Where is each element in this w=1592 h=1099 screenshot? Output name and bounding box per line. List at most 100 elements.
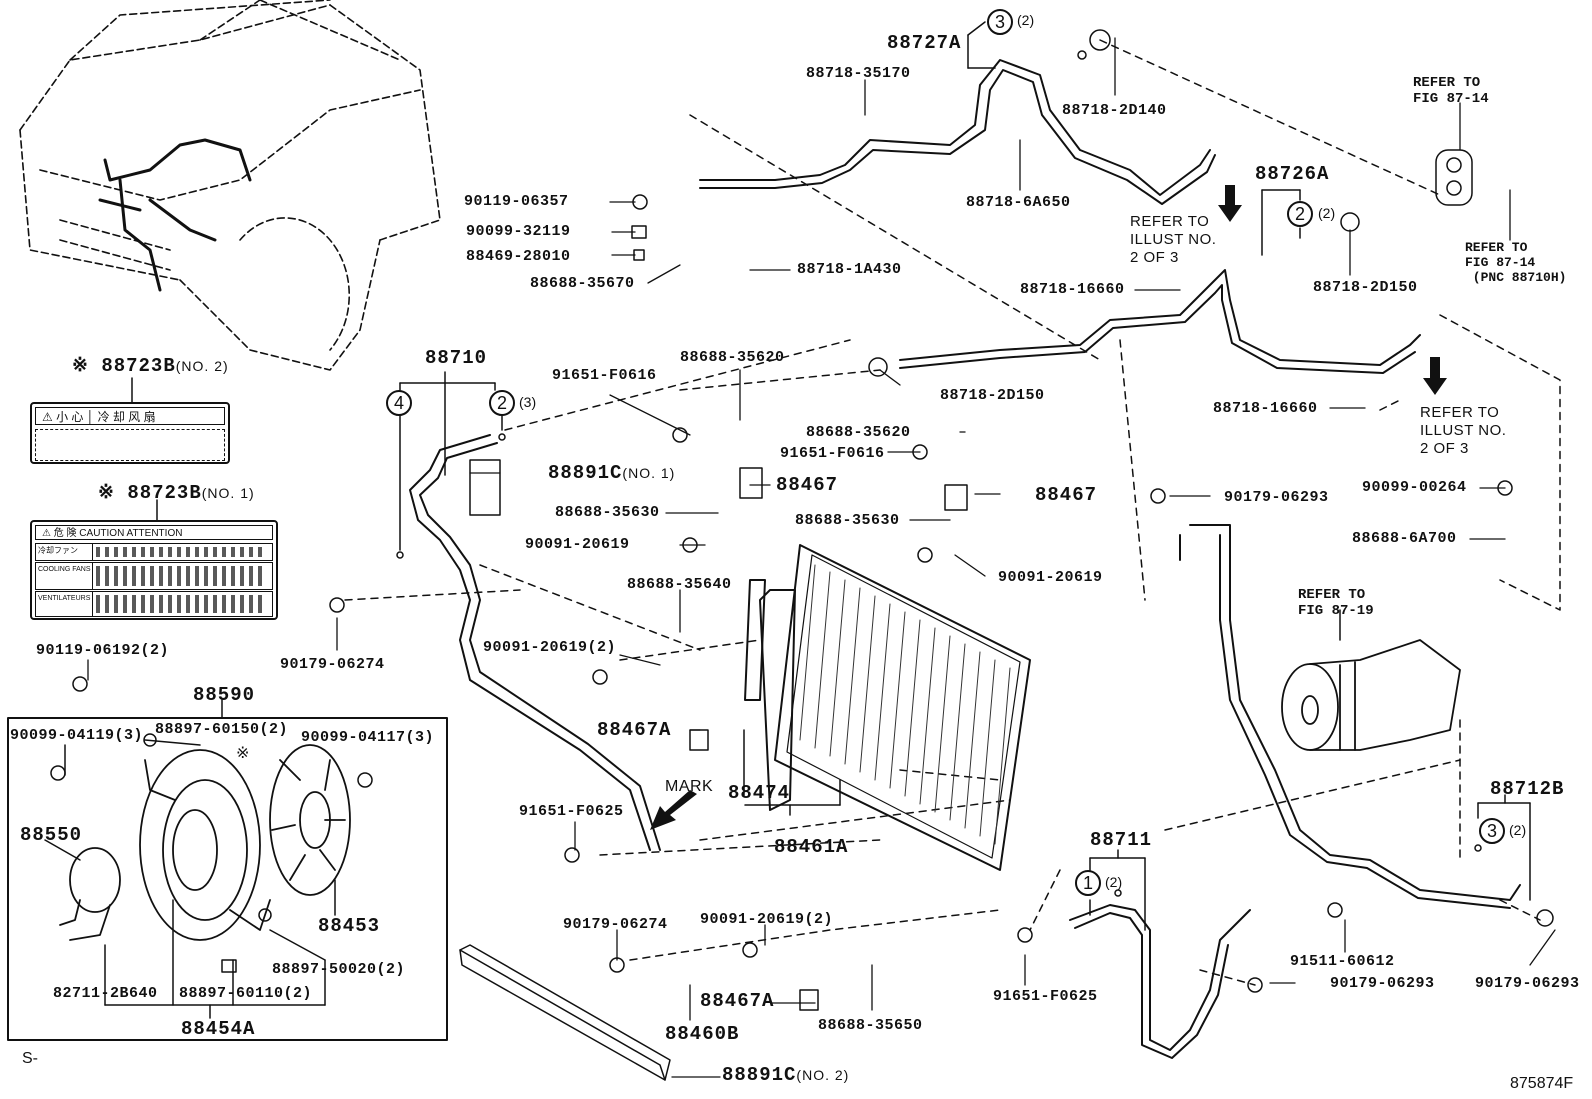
part-label[interactable]: 88712B [1490, 778, 1565, 800]
figure-code: 875874F [1510, 1075, 1574, 1092]
warning-label-header: ⚠ 小 心 │ 冷 却 风 扇 [35, 407, 225, 425]
part-label[interactable]: 90099-04119(3) [10, 727, 144, 744]
discharge-hose-88727A [699, 59, 1216, 205]
warning-label-header: ⚠ 危 険 CAUTION ATTENTION [35, 525, 273, 540]
label-leader-lines [87, 37, 1556, 1078]
part-label[interactable]: 90119-06192(2) [36, 642, 170, 659]
group-leader-lines [399, 371, 503, 551]
star-mark: ※ [98, 482, 115, 504]
part-label[interactable]: 90099-04117(3) [301, 729, 435, 746]
part-number: 88891C [548, 462, 623, 484]
part-label[interactable]: 90179-06274 [563, 916, 668, 933]
part-label[interactable]: 88467 [1035, 484, 1098, 506]
part-label[interactable]: 88688-6A700 [1352, 530, 1457, 547]
part-label[interactable]: 88454A [181, 1018, 256, 1040]
circled-ref-3[interactable]: 3 [1479, 818, 1505, 844]
part-label[interactable]: 88469-28010 [466, 248, 571, 265]
circled-ref-4[interactable]: 4 [386, 390, 412, 416]
refer-note[interactable]: REFER TO FIG 87-14 [1413, 75, 1489, 107]
fan-motor-drawing [59, 847, 121, 941]
part-label[interactable]: 90179-06274 [280, 656, 385, 673]
part-label[interactable]: 88718-2D150 [1313, 279, 1418, 296]
refer-note[interactable]: REFER TO ILLUST NO. 2 OF 3 [1130, 213, 1217, 266]
part-label[interactable]: 90091-20619(2) [483, 639, 617, 656]
part-number: 88723B [127, 482, 202, 504]
circled-ref-1[interactable]: 1 [1075, 870, 1101, 896]
part-label[interactable]: 88688-35620 [806, 424, 911, 441]
part-label[interactable]: 88710 [425, 347, 488, 369]
part-label[interactable]: 91651-F0625 [993, 988, 1098, 1005]
refer-note[interactable]: REFER TO ILLUST NO. 2 OF 3 [1420, 404, 1507, 457]
row-label: 冷却ファン [36, 544, 93, 560]
part-label[interactable]: 91651-F0616 [780, 445, 885, 462]
part-label[interactable]: 90179-06293 [1224, 489, 1329, 506]
part-label[interactable]: 88718-6A650 [966, 194, 1071, 211]
part-label[interactable]: 88711 [1090, 829, 1153, 851]
part-label[interactable]: 88897-60110(2) [179, 985, 313, 1002]
fan-assembly-group-box [7, 717, 448, 1041]
label-88723B-no2: ※ 88723B(NO. 2) [72, 357, 229, 376]
part-label[interactable]: 90119-06357 [464, 193, 569, 210]
part-label[interactable]: 90099-32119 [466, 223, 571, 240]
part-label[interactable]: 88467A [700, 990, 775, 1012]
part-suffix: (NO. 2) [796, 1067, 850, 1083]
refer-note[interactable]: REFER TO FIG 87-14 (PNC 88710H) [1465, 240, 1567, 285]
part-label[interactable]: 88474 [728, 782, 791, 804]
part-label[interactable]: 90091-20619(2) [700, 911, 834, 928]
refer-note[interactable]: REFER TO FIG 87-19 [1298, 587, 1374, 619]
part-label[interactable]: 88891C(NO. 2) [722, 1066, 849, 1085]
fan-shroud-drawing [139, 749, 271, 941]
circled-ref-2[interactable]: 2 [489, 390, 515, 416]
group-leader-lines [743, 729, 841, 816]
part-label[interactable]: 90179-06293 [1475, 975, 1580, 992]
part-label[interactable]: 88688-35650 [818, 1017, 923, 1034]
group-leader-lines [967, 21, 1531, 931]
part-label[interactable]: 88467 [776, 474, 839, 496]
suction-hose-88726A [899, 269, 1421, 374]
warning-label-row: COOLING FANS [35, 562, 273, 590]
part-label[interactable]: 88467A [597, 719, 672, 741]
part-label[interactable]: 88897-50020(2) [272, 961, 406, 978]
star-mark: ※ [236, 745, 250, 763]
part-label[interactable]: 88897-60150(2) [155, 721, 289, 738]
part-label[interactable]: 88891C(NO. 1) [548, 464, 675, 483]
part-label[interactable]: 88718-16660 [1020, 281, 1125, 298]
part-label[interactable]: 88688-35640 [627, 576, 732, 593]
warning-label-no1: ⚠ 危 険 CAUTION ATTENTION 冷却ファン COOLING FA… [30, 520, 278, 620]
part-label[interactable]: 88688-35630 [555, 504, 660, 521]
part-number: 88723B [101, 355, 176, 377]
part-label[interactable]: 88688-35670 [530, 275, 635, 292]
part-label[interactable]: 88718-1A430 [797, 261, 902, 278]
part-label[interactable]: 88718-2D140 [1062, 102, 1167, 119]
circled-ref-3[interactable]: 3 [987, 9, 1013, 35]
part-label[interactable]: 88688-35630 [795, 512, 900, 529]
part-label[interactable]: 88726A [1255, 163, 1330, 185]
fastener-icons [50, 29, 1554, 1011]
seal-strip-88891C-no2 [459, 944, 671, 1081]
part-label[interactable]: 88453 [318, 915, 381, 937]
arrow-icons [650, 185, 1447, 830]
part-label[interactable]: 90091-20619 [525, 536, 630, 553]
part-label[interactable]: 88688-35620 [680, 349, 785, 366]
part-label[interactable]: 88550 [20, 824, 83, 846]
part-label[interactable]: 91511-60612 [1290, 953, 1395, 970]
part-label[interactable]: 88718-16660 [1213, 400, 1318, 417]
vehicle-illustration [19, 0, 441, 371]
row-text [96, 595, 266, 613]
part-label[interactable]: 88461A [774, 836, 849, 858]
part-label[interactable]: 88727A [887, 32, 962, 54]
part-label[interactable]: 82711-2B640 [53, 985, 158, 1002]
part-label[interactable]: 88718-2D150 [940, 387, 1045, 404]
part-label[interactable]: 88590 [193, 684, 256, 706]
part-label[interactable]: 88460B [665, 1023, 740, 1045]
part-label[interactable]: 91651-F0616 [552, 367, 657, 384]
part-label[interactable]: 90099-00264 [1362, 479, 1467, 496]
part-label[interactable]: 91651-F0625 [519, 803, 624, 820]
row-label: VENTILATEURS [36, 592, 93, 616]
page-marker: S- [22, 1050, 38, 1067]
circled-ref-2[interactable]: 2 [1287, 201, 1313, 227]
part-label[interactable]: 88718-35170 [806, 65, 911, 82]
part-label[interactable]: 90091-20619 [998, 569, 1103, 586]
part-label[interactable]: 90179-06293 [1330, 975, 1435, 992]
quantity-note: (2) [1017, 12, 1035, 28]
